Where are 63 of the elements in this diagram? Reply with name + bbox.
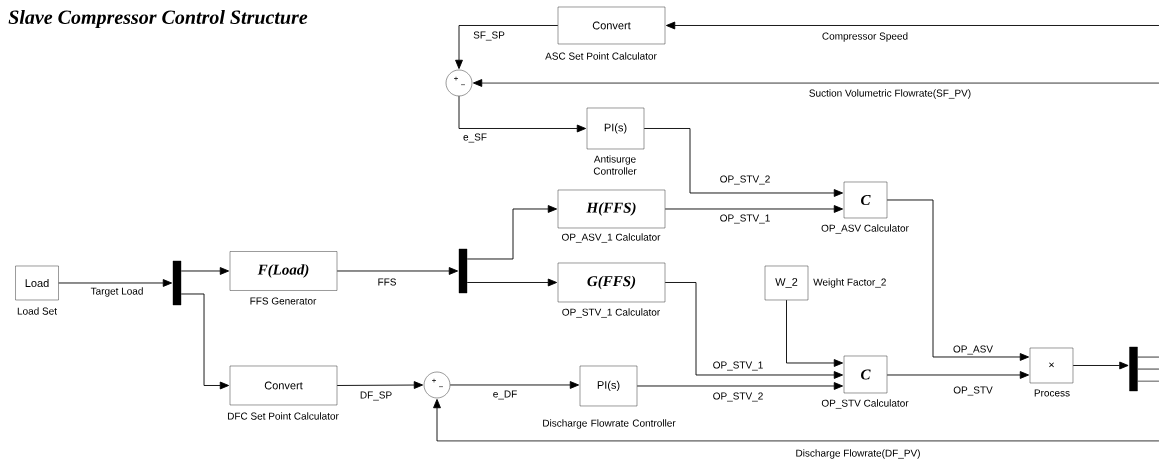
signal-arrow — [180, 293, 230, 390]
block-caption: FFS Generator — [250, 297, 317, 305]
signal-arrow — [1072, 361, 1129, 370]
signal-arrow — [458, 95, 587, 133]
signal-arrow — [472, 79, 1159, 87]
edge-label: OP_STV_2 — [711, 391, 765, 403]
signal-arrow — [643, 128, 844, 197]
block-box: W_2 — [764, 265, 809, 301]
block-caption: Process — [1034, 389, 1070, 397]
signal-arrow — [665, 21, 1159, 30]
sum-junction: + − — [445, 69, 473, 97]
edge-label: OP_ASV — [952, 344, 994, 356]
edge-label: SF_SP — [472, 30, 506, 42]
signal-arrow — [449, 381, 580, 389]
block-caption: DFC Set Point Calculator — [228, 412, 339, 420]
edge-label: e_DF — [491, 389, 519, 401]
block-caption: OP_STV_1 Calculator — [562, 308, 660, 318]
edge-label: Suction Volumetric Flowrate(SF_PV) — [807, 88, 973, 100]
signal-arrow — [336, 267, 459, 275]
block-box: C — [843, 355, 888, 394]
edge-label: Discharge Flowrate(DF_PV) — [794, 448, 922, 460]
block-box: PI(s) — [586, 107, 645, 150]
signal-arrow — [664, 205, 844, 213]
block-box: C — [843, 181, 888, 219]
block-box: × — [1029, 347, 1074, 384]
block-caption: Weight Factor_2 — [813, 278, 886, 288]
signal-arrow — [636, 382, 844, 390]
signal-arrow — [336, 381, 424, 389]
block-caption: ASC Set Point Calculator — [545, 52, 657, 60]
block-box: G(FFS) — [557, 262, 666, 303]
signal-arrow — [786, 299, 844, 367]
block-box: PI(s) — [579, 365, 638, 407]
signal-arrow — [466, 205, 558, 260]
edge-label: Compressor Speed — [820, 31, 910, 43]
block-caption: Load Set — [17, 307, 57, 315]
edge-label: DF_SP — [358, 390, 394, 402]
edge-label: Target Load — [89, 286, 145, 298]
block-caption: OP_ASV Calculator — [821, 224, 909, 234]
edge-label: FFS — [376, 277, 398, 287]
edge-label: OP_STV_2 — [718, 174, 772, 186]
signal-arrow — [466, 278, 558, 287]
block-box: Convert — [557, 6, 666, 45]
sum-junction: + − — [423, 371, 451, 399]
block-caption: OP_ASV_1 Calculator — [562, 233, 661, 243]
edge-label: e_SF — [462, 132, 488, 144]
signal-arrow — [886, 199, 1030, 361]
signal-arrow — [58, 279, 173, 287]
block-box: Convert — [229, 365, 338, 406]
title: Slave Compressor Control Structure — [8, 9, 308, 29]
block-caption: Discharge Flowrate Controller — [543, 419, 676, 429]
edge-label: OP_STV_1 — [711, 360, 765, 372]
block-caption: Antisurge Controller — [593, 155, 637, 175]
signal-arrow — [455, 25, 559, 70]
block-box: Load — [15, 265, 59, 301]
signal-arrow — [433, 398, 1159, 442]
signal-arrow — [664, 282, 844, 379]
block-box: H(FFS) — [557, 189, 666, 229]
block-caption: OP_STV Calculator — [821, 399, 909, 409]
signal-arrow — [886, 371, 1030, 379]
edge-label: OP_STV — [952, 385, 994, 397]
signal-arrow — [180, 267, 230, 275]
block-box: F(Load) — [229, 251, 338, 291]
edge-label: OP_STV_1 — [718, 213, 772, 225]
